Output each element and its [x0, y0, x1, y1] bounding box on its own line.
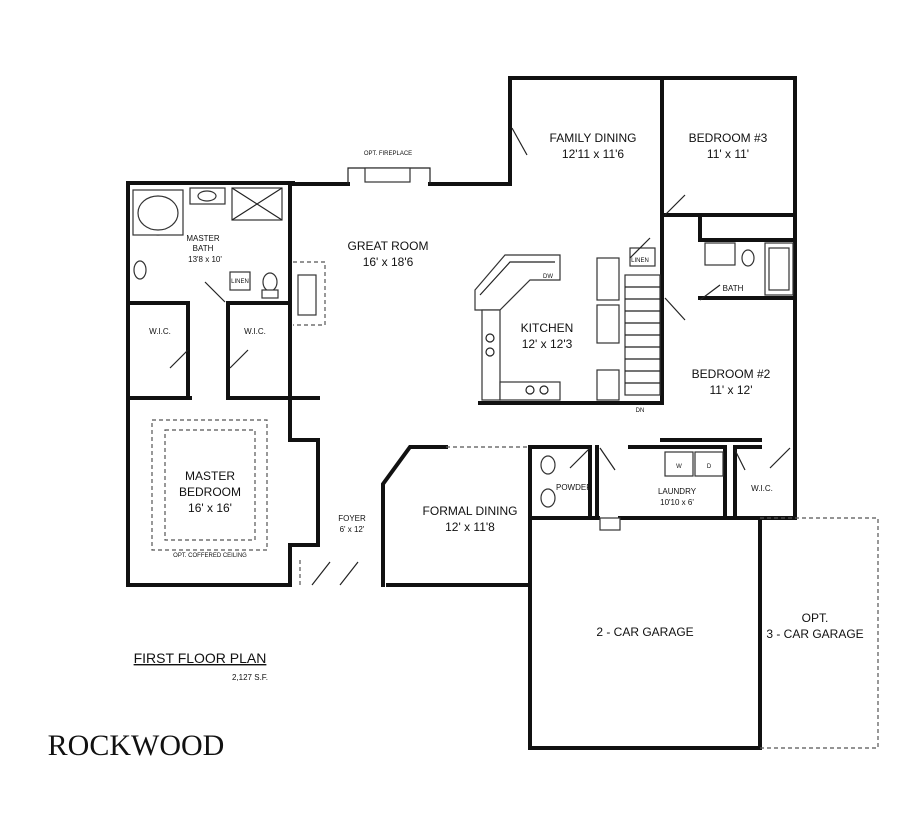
- bedroom3-label: BEDROOM #3: [689, 131, 768, 145]
- washer-label: W: [676, 464, 682, 470]
- bedroom2-dims: 11' x 12': [709, 383, 752, 397]
- garage2-label: 2 - CAR GARAGE: [596, 625, 693, 639]
- formal-dining-dims: 12' x 11'8: [445, 520, 495, 534]
- laundry-dims: 10'10 x 6': [660, 498, 694, 507]
- master-bath-label2: BATH: [193, 244, 214, 253]
- garage3-label2: 3 - CAR GARAGE: [766, 627, 863, 641]
- linen-bath-label: LINEN: [231, 279, 249, 285]
- garage3-label1: OPT.: [802, 611, 829, 625]
- exterior-walls: [126, 76, 797, 750]
- opt-fireplace-top-label: OPT. FIREPLACE: [364, 151, 412, 157]
- master-bedroom-label1: MASTER: [185, 469, 235, 483]
- dw-label: DW: [543, 274, 553, 280]
- master-bedroom-label2: BEDROOM: [179, 485, 241, 499]
- opt-garage-outline: [760, 517, 879, 749]
- plan-name: ROCKWOOD: [48, 729, 225, 762]
- dn-label: DN: [636, 408, 645, 414]
- kitchen-dims: 12' x 12'3: [522, 337, 573, 351]
- formal-dining-label: FORMAL DINING: [423, 504, 518, 518]
- wic-left-label: W.I.C.: [149, 327, 171, 336]
- master-bath-label1: MASTER: [186, 234, 220, 243]
- dryer-label: D: [707, 464, 712, 470]
- linen-kitchen-label: LINEN: [631, 258, 649, 264]
- laundry-label: LAUNDRY: [658, 487, 697, 496]
- fixtures: [132, 167, 794, 551]
- title-block: FIRST FLOOR PLAN 2,127 S.F. ROCKWOOD: [48, 650, 268, 762]
- master-bath-dims: 13'8 x 10': [188, 255, 222, 264]
- family-dining-dims: 12'11 x 11'6: [562, 147, 625, 161]
- powder-label: POWDER: [556, 483, 592, 492]
- bath-label: BATH: [723, 284, 744, 293]
- opt-coffered-label: OPT. COFFERED CEILING: [173, 553, 247, 559]
- foyer-label: FOYER: [338, 514, 366, 523]
- kitchen-label: KITCHEN: [521, 321, 574, 335]
- bedroom3-dims: 11' x 11': [707, 147, 749, 161]
- master-bedroom-dims: 16' x 16': [188, 501, 232, 515]
- wic-right-label: W.I.C.: [751, 484, 773, 493]
- great-room-dims: 16' x 18'6: [363, 255, 414, 269]
- door-swings: [169, 127, 791, 586]
- wic-middle-label: W.I.C.: [244, 327, 266, 336]
- interior-walls: [126, 76, 797, 587]
- foyer-dims: 6' x 12': [340, 525, 365, 534]
- room-labels: OPT. FIREPLACE FAMILY DINING 12'11 x 11'…: [149, 131, 864, 641]
- plan-area: 2,127 S.F.: [232, 673, 268, 682]
- family-dining-label: FAMILY DINING: [550, 131, 637, 145]
- bedroom2-label: BEDROOM #2: [692, 367, 771, 381]
- great-room-label: GREAT ROOM: [348, 239, 429, 253]
- plan-title: FIRST FLOOR PLAN: [134, 650, 267, 666]
